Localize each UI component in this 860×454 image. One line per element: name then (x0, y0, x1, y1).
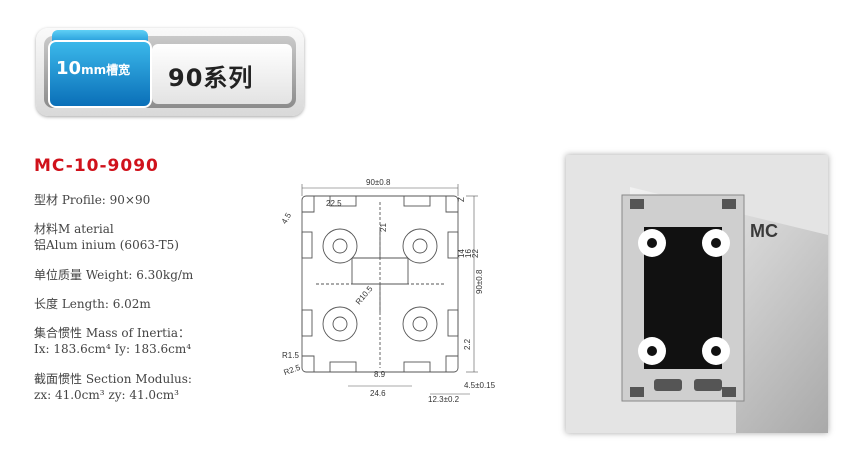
dim-2-2: 2.2 (463, 338, 472, 350)
dim-r2-5: R2.5 (283, 363, 302, 377)
dim-16: 16 (464, 249, 473, 258)
series-name-panel (152, 44, 292, 104)
photo-slots (630, 199, 736, 397)
photo-core-centers (647, 238, 721, 356)
dim-right: 90±0.8 (475, 269, 484, 294)
slot-width-value: 10 (56, 58, 82, 79)
series-name: 90系列 (168, 64, 254, 92)
dim-22: 22 (471, 249, 480, 258)
dim-21: 21 (379, 223, 388, 232)
dim-12-3: 12.3±0.2 (428, 395, 460, 404)
dim-8-9: 8.9 (374, 370, 386, 379)
spec-length: 长度 Length: 6.02m (34, 297, 151, 311)
dimension-lines (301, 184, 478, 395)
spec-profile: 型材 Profile: 90×90 (34, 193, 151, 207)
model-number: MC-10-9090 (34, 156, 159, 176)
slot-width-unit: mm槽宽 (81, 63, 131, 77)
dim-4-5-tol: 4.5±0.15 (464, 381, 496, 390)
spec-material-value: 铝Alum inium (6063-T5) (34, 238, 179, 252)
core-holes (322, 228, 438, 342)
dim-z: Z (457, 197, 466, 202)
profile-drawing: 90±0.8 90±0.8 4.5 22.5 21 Z 14 16 22 R10… (280, 178, 496, 404)
spec-modulus-label: 截面惯性 Section Modulus: (34, 372, 192, 386)
photo-brand-label: MC (750, 221, 778, 241)
spec-material-label: 材料M aterial (34, 222, 114, 236)
profile-outline (301, 195, 459, 373)
spec-modulus-values: zx: 41.0cm³ zy: 41.0cm³ (34, 388, 179, 402)
dim-24-6: 24.6 (370, 389, 386, 398)
dimension-labels: 90±0.8 90±0.8 4.5 22.5 21 Z 14 16 22 R10… (280, 178, 496, 404)
spec-inertia-values: Ix: 183.6cm⁴ Iy: 183.6cm⁴ (34, 342, 192, 356)
dim-top: 90±0.8 (366, 178, 391, 187)
slot-width-badge (48, 40, 152, 108)
dim-r1-5: R1.5 (282, 351, 299, 360)
slot-width-label: 10mm槽宽 (56, 58, 130, 79)
dim-4-5: 4.5 (280, 211, 294, 226)
product-photo: MC (621, 187, 828, 433)
spec-weight: 单位质量 Weight: 6.30kg/m (34, 268, 194, 282)
dim-r10-5: R10.5 (354, 284, 375, 307)
dim-22-5: 22.5 (326, 199, 342, 208)
spec-inertia-label: 集合惯性 Mass of Inertia： (34, 326, 190, 340)
dim-14: 14 (457, 249, 466, 258)
